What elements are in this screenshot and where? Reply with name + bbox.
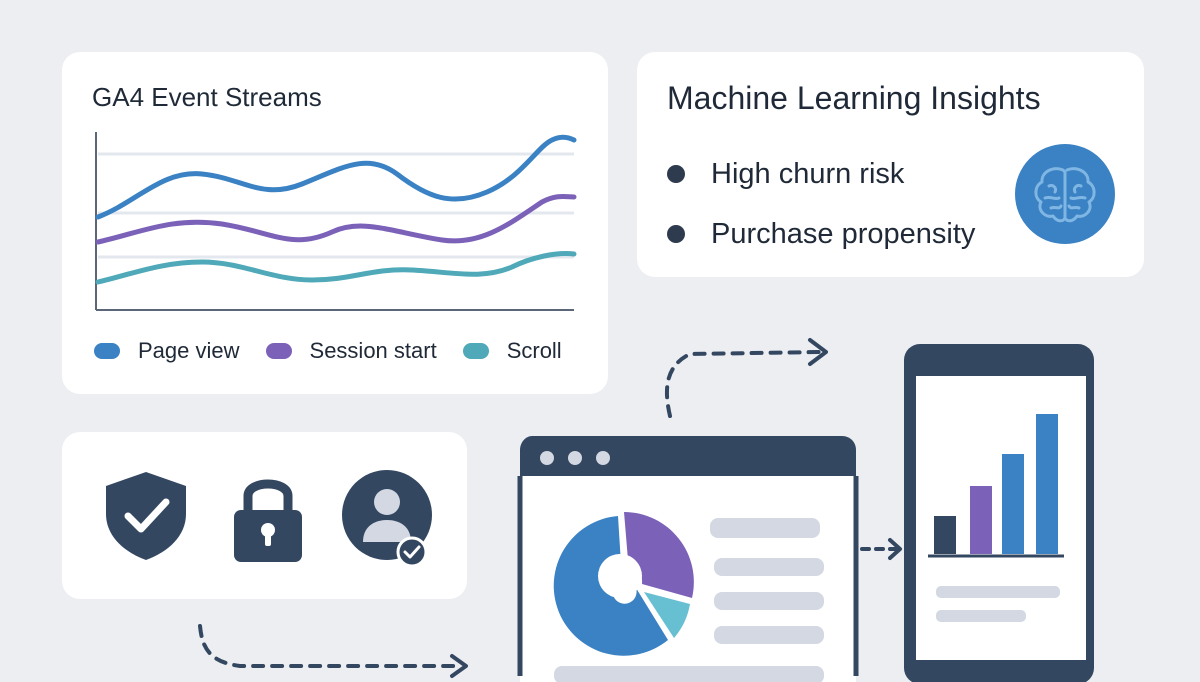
placeholder-line <box>554 666 824 682</box>
placeholder-line <box>936 586 1060 598</box>
bullet-icon <box>667 165 685 183</box>
event-streams-chart <box>95 132 577 311</box>
placeholder-line <box>710 518 820 538</box>
window-dot <box>540 451 554 465</box>
window-dot <box>568 451 582 465</box>
placeholder-line <box>714 558 824 576</box>
bullet-icon <box>667 225 685 243</box>
legend-label: Session start <box>309 338 437 363</box>
dashed-arrow-right <box>860 538 902 560</box>
phone-device <box>904 344 1094 682</box>
legend-label: Scroll <box>506 338 562 363</box>
session-start-line <box>95 193 577 245</box>
brain-icon <box>1015 144 1115 244</box>
chart-legend: Page view Session start Scroll <box>94 338 588 364</box>
page-view-line <box>95 134 577 220</box>
dashed-arrow-up <box>664 338 828 418</box>
scroll-line <box>95 251 577 285</box>
legend-item-page-view: Page view <box>94 338 240 364</box>
event-streams-card: GA4 Event Streams Page view Session star… <box>62 52 608 394</box>
insight-item: High churn risk <box>667 144 975 204</box>
legend-swatch-session-start <box>265 343 292 359</box>
verified-user-icon <box>342 470 432 568</box>
legend-swatch-scroll <box>462 343 489 359</box>
insights-list: High churn risk Purchase propensity <box>667 144 975 264</box>
legend-label: Page view <box>138 338 240 363</box>
placeholder-line <box>936 610 1026 622</box>
padlock-icon <box>234 479 302 562</box>
ml-insights-title: Machine Learning Insights <box>667 80 1041 116</box>
dashboard-window <box>517 436 859 682</box>
legend-item-scroll: Scroll <box>462 338 562 364</box>
window-dot <box>596 451 610 465</box>
legend-swatch-page-view <box>94 343 120 359</box>
insight-label: Purchase propensity <box>711 217 976 250</box>
dashed-arrow-bottom <box>198 624 468 678</box>
security-card <box>62 432 467 599</box>
pie-chart-icon <box>553 512 694 656</box>
insight-item: Purchase propensity <box>667 204 975 264</box>
placeholder-line <box>714 592 824 610</box>
shield-check-icon <box>106 472 186 560</box>
insight-label: High churn risk <box>711 157 905 190</box>
bar-chart-icon <box>928 414 1064 558</box>
event-streams-title: GA4 Event Streams <box>92 82 322 112</box>
placeholder-line <box>714 626 824 644</box>
legend-item-session-start: Session start <box>265 338 437 364</box>
ml-insights-card: Machine Learning Insights High churn ris… <box>637 52 1144 277</box>
